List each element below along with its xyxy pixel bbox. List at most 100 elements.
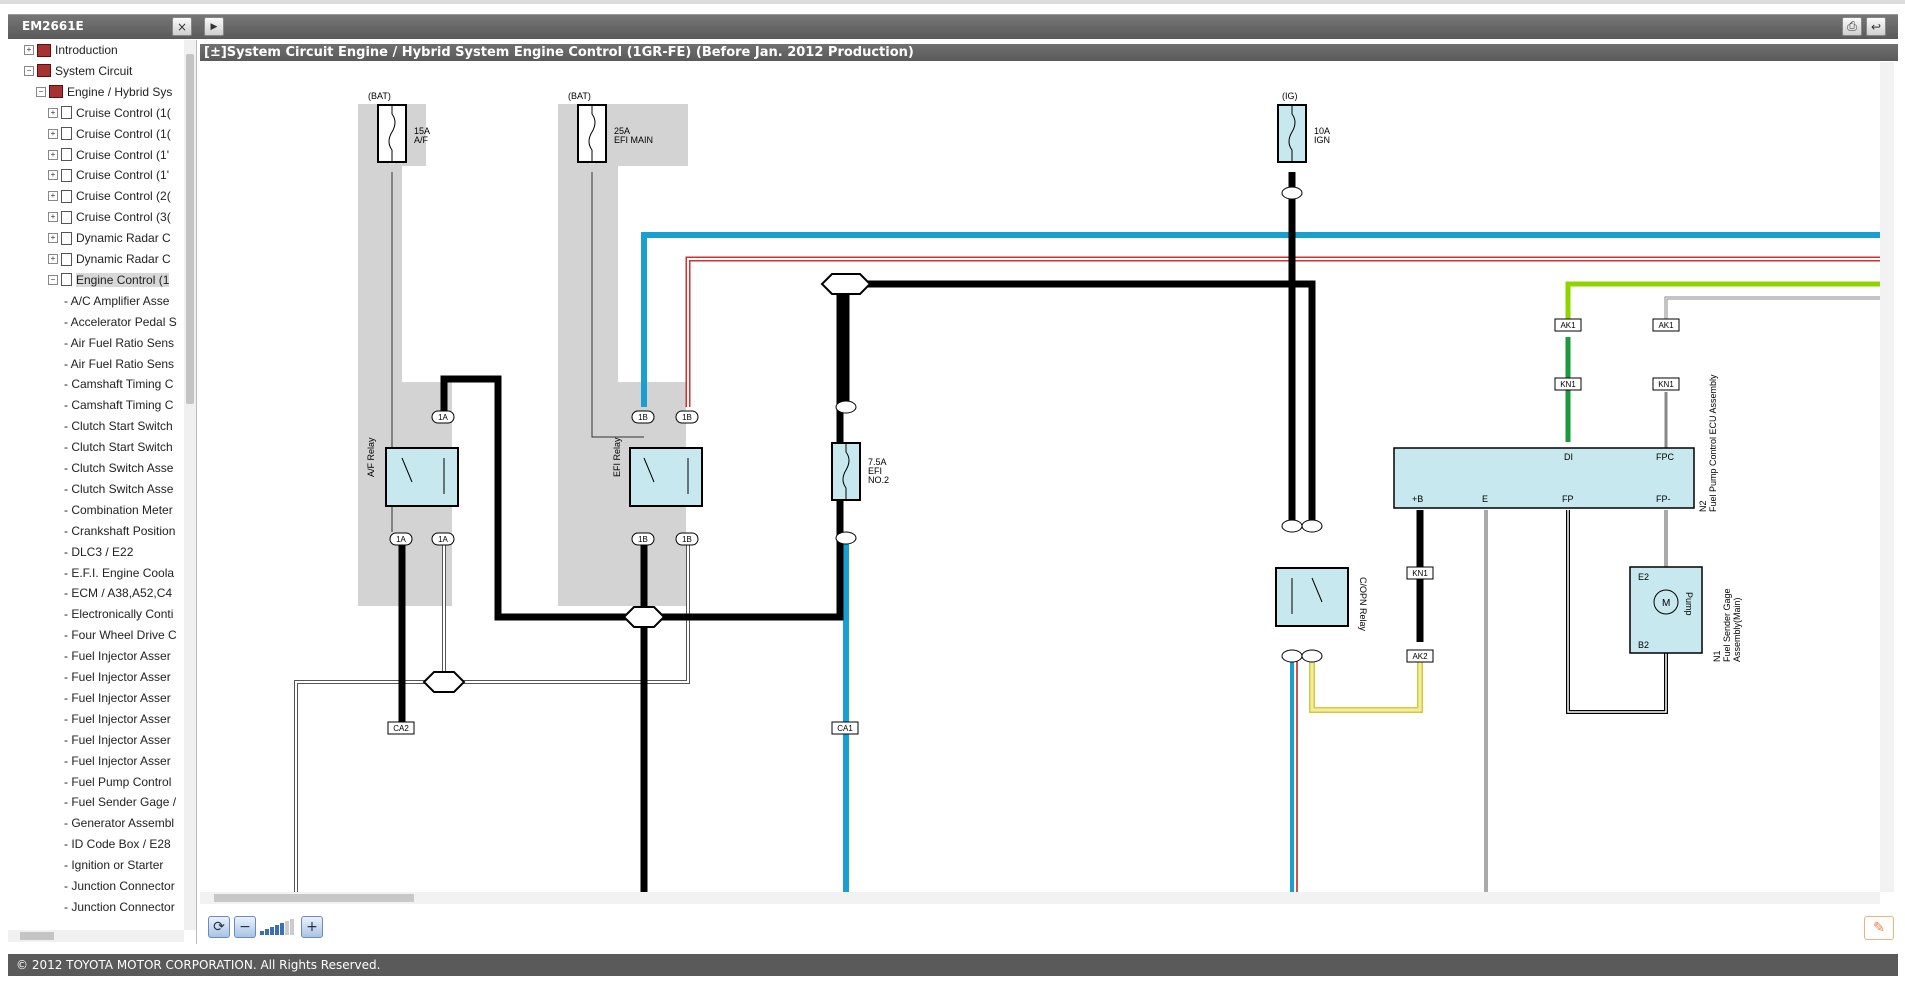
sidebar-item[interactable]: - Camshaft Timing C [64,395,173,415]
sidebar-item[interactable]: - Clutch Switch Asse [64,479,173,499]
sidebar-item[interactable]: +Cruise Control (3( [48,207,171,227]
zoom-out-icon[interactable]: − [234,916,256,938]
sidebar-item[interactable]: - Fuel Injector Asser [64,688,171,708]
document-icon [61,252,72,266]
sidebar-item[interactable]: - Fuel Pump Control [64,772,171,792]
sidebar-item[interactable]: - Clutch Start Switch [64,416,173,436]
sidebar-item[interactable]: +Cruise Control (1' [48,165,169,185]
collapse-icon[interactable]: − [36,86,46,97]
sidebar-item[interactable]: - Four Wheel Drive C [64,625,177,645]
ecu-name: Fuel Pump Control ECU Assembly [1708,374,1718,512]
diagram-horizontal-scrollbar[interactable] [200,892,1880,904]
diagram-vertical-scrollbar[interactable] [1880,62,1894,892]
relay-efi: EFI Relay [612,437,703,507]
sidebar-item[interactable]: - Ignition or Starter [64,855,163,875]
relay-label: C/OPN Relay [1358,577,1368,632]
collapse-icon[interactable]: − [48,274,58,285]
expand-icon[interactable]: + [48,191,58,202]
wire-black-yellow [1309,657,1423,713]
sidebar-item-label: Cruise Control (2( [76,189,171,204]
wire-white [1664,296,1880,324]
sidebar-item[interactable]: −Engine Control (1 [48,270,170,290]
sidebar-horizontal-scrollbar[interactable] [8,930,184,942]
expand-icon[interactable]: + [48,212,58,223]
motor-icon [1653,589,1679,615]
diagram-hscroll-thumb[interactable] [214,894,414,902]
relay-af: A/F Relay [366,437,459,507]
sidebar-item[interactable]: - Fuel Injector Asser [64,751,171,771]
motor-label: M [1662,598,1670,609]
sidebar-item[interactable]: - DLC3 / E22 [64,542,133,562]
sidebar-item[interactable]: +Introduction [24,40,118,60]
sidebar-item[interactable]: - Junction Connector [64,876,175,896]
pin-connector [1281,519,1303,533]
expand-icon[interactable]: + [48,233,58,244]
expand-icon[interactable]: + [24,45,34,55]
print-icon[interactable]: ⎙ [1842,17,1862,36]
connector-ak1 [1652,318,1680,332]
diagram-title-bar: [±]System Circuit Engine / Hybrid System… [200,44,1898,61]
document-icon [61,189,72,203]
sidebar-item[interactable]: +Cruise Control (1' [48,145,169,165]
sidebar-item[interactable]: - Electronically Conti [64,604,173,624]
junction-point [820,273,872,295]
sidebar-item[interactable]: −System Circuit [24,61,132,81]
sidebar-item[interactable]: +Dynamic Radar C [48,228,171,248]
sidebar-item[interactable]: - Fuel Injector Asser [64,646,171,666]
collapse-icon[interactable]: − [24,65,34,76]
connector-label: 1B [638,535,648,544]
sidebar-vertical-scrollbar[interactable] [184,40,196,930]
sidebar-item[interactable]: - ID Code Box / E28 [64,834,171,854]
sidebar-item[interactable]: - Fuel Injector Asser [64,730,171,750]
sidebar-item[interactable]: −Engine / Hybrid Sys [36,82,172,102]
sidebar-item[interactable]: - Fuel Sender Gage / [64,792,176,812]
sidebar-item[interactable]: +Dynamic Radar C [48,249,171,269]
sidebar-item[interactable]: - Camshaft Timing C [64,374,173,394]
sidebar-item[interactable]: - Fuel Injector Asser [64,709,171,729]
expand-icon[interactable]: + [48,128,58,139]
sidebar-item[interactable]: - Air Fuel Ratio Sens [64,333,174,353]
sidebar-item[interactable]: - Clutch Start Switch [64,437,173,457]
sidebar-item[interactable]: - Crankshaft Position [64,521,175,541]
reset-zoom-icon[interactable]: ⟳ [208,916,230,938]
connector-label: 1A [438,413,448,422]
sidebar-hscroll-thumb[interactable] [20,932,54,940]
expand-icon[interactable]: + [48,149,58,160]
connector-label: CA1 [837,724,853,733]
fuse-efi-no2: 7.5A EFI NO.2 [831,442,889,501]
sidebar-item-label: - Accelerator Pedal S [64,314,177,329]
pump-name: Assembly(Main) [1732,597,1742,662]
zoom-in-icon[interactable]: + [301,916,323,938]
sidebar-item[interactable]: +Cruise Control (1( [48,103,171,123]
sidebar-item[interactable]: - Junction Connector [64,897,175,917]
fuse-element [842,443,850,500]
sidebar-scroll-thumb[interactable] [186,54,194,404]
relay-copn: C/OPN Relay [1275,567,1368,632]
sidebar-item[interactable]: - Fuel Injector Asser [64,667,171,687]
sidebar-item[interactable]: - Combination Meter [64,500,173,520]
back-icon[interactable]: ↩ [1866,17,1886,36]
sidebar-item[interactable]: - ECM / A38,A52,C4 [64,583,172,603]
sidebar-item-label: - Fuel Injector Asser [64,649,171,664]
expand-icon[interactable]: + [48,170,58,181]
sidebar-item[interactable]: + Cruise Control (2( [48,186,171,206]
connector-label: 1B [682,413,692,422]
pin-connector [835,400,857,414]
sidebar-item[interactable]: +Cruise Control (1( [48,124,171,144]
sidebar-item[interactable]: - Generator Assembl [64,813,174,833]
close-button[interactable]: × [172,17,192,36]
sidebar-item[interactable]: - Accelerator Pedal S [64,312,177,332]
sidebar-item[interactable]: - E.F.I. Engine Coola [64,563,174,583]
sidebar-item[interactable]: - Clutch Switch Asse [64,458,173,478]
play-button[interactable]: ▶ [204,17,224,36]
expand-icon[interactable]: + [48,107,58,118]
comment-icon[interactable]: ✎ [1864,916,1894,940]
expand-icon[interactable]: + [48,254,58,264]
sidebar-item[interactable]: - A/C Amplifier Asse [64,291,169,311]
sidebar-item[interactable]: - Air Fuel Ratio Sens [64,354,174,374]
wiring-diagram[interactable]: (BAT) 15A A/F (BAT) 25A EFI MAIN (IG) 10… [200,62,1880,892]
expand-toggle[interactable]: [±] [204,45,227,60]
connector-label: KN1 [1560,380,1576,389]
zoom-level-indicator[interactable] [260,919,295,935]
connector-1b [631,410,655,424]
